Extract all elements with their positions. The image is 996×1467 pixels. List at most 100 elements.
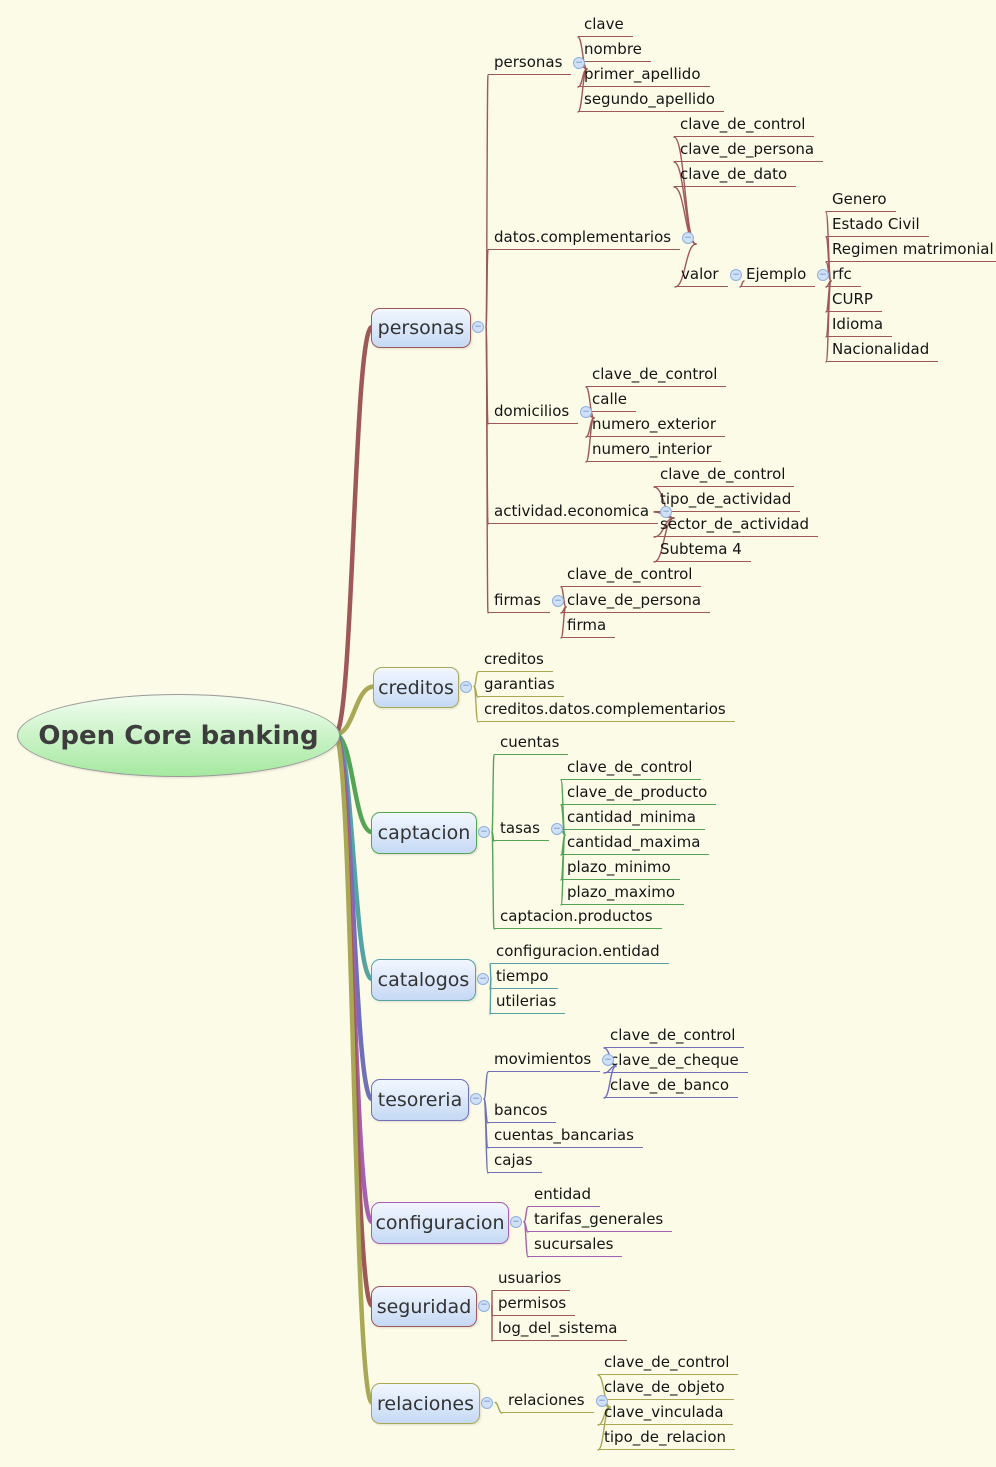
- branch-node-captacion[interactable]: captacion: [371, 812, 477, 854]
- node-clave-de-control[interactable]: clave_de_control: [674, 115, 815, 137]
- branch-edge: [485, 326, 489, 614]
- branch-edge: [494, 1401, 503, 1414]
- node-garantias[interactable]: garantias: [478, 675, 564, 697]
- node-tarifas-generales[interactable]: tarifas_generales: [528, 1210, 673, 1232]
- node-cantidad-maxima[interactable]: cantidad_maxima: [561, 833, 710, 855]
- node-clave-vinculada[interactable]: clave_vinculada: [598, 1403, 733, 1425]
- node-numero-exterior[interactable]: numero_exterior: [586, 415, 725, 437]
- collapse-toggle-icon[interactable]: −: [817, 269, 829, 281]
- collapse-toggle-icon[interactable]: −: [470, 1093, 482, 1105]
- node-clave[interactable]: clave: [578, 15, 633, 37]
- node-firma[interactable]: firma: [561, 616, 616, 638]
- node-actividad-economica[interactable]: actividad.economica: [488, 502, 659, 524]
- collapse-toggle-icon[interactable]: −: [596, 1395, 608, 1407]
- node-primer-apellido[interactable]: primer_apellido: [578, 65, 710, 87]
- branch-node-personas[interactable]: personas: [371, 308, 471, 348]
- branch-node-relaciones[interactable]: relaciones: [371, 1383, 480, 1424]
- node-clave-de-persona[interactable]: clave_de_persona: [674, 140, 824, 162]
- node-segundo-apellido[interactable]: segundo_apellido: [578, 90, 724, 112]
- node-genero[interactable]: Genero: [826, 190, 896, 212]
- node-clave-de-banco[interactable]: clave_de_banco: [604, 1076, 739, 1098]
- branch-edge: [491, 831, 495, 930]
- collapse-toggle-icon[interactable]: −: [682, 232, 694, 244]
- node-clave-de-objeto[interactable]: clave_de_objeto: [598, 1378, 734, 1400]
- collapse-toggle-icon[interactable]: −: [477, 973, 489, 985]
- branch-edge: [332, 732, 375, 1405]
- node-clave-de-dato[interactable]: clave_de_dato: [674, 165, 797, 187]
- node-creditos[interactable]: creditos: [478, 650, 553, 672]
- branch-edge: [483, 1098, 489, 1174]
- node-tasas[interactable]: tasas: [494, 819, 549, 841]
- node-relaciones[interactable]: relaciones: [502, 1391, 594, 1413]
- collapse-toggle-icon[interactable]: −: [481, 1396, 493, 1409]
- node-valor[interactable]: valor: [675, 265, 728, 287]
- node-captacion-productos[interactable]: captacion.productos: [494, 907, 662, 929]
- node-tiempo[interactable]: tiempo: [490, 967, 558, 989]
- collapse-toggle-icon[interactable]: −: [730, 269, 742, 281]
- node-personas[interactable]: personas: [488, 53, 572, 75]
- node-firmas[interactable]: firmas: [488, 591, 550, 613]
- branch-node-tesoreria[interactable]: tesoreria: [371, 1079, 469, 1121]
- node-cajas[interactable]: cajas: [488, 1151, 542, 1173]
- branch-edge: [489, 978, 492, 1015]
- collapse-toggle-icon[interactable]: −: [660, 506, 672, 518]
- collapse-toggle-icon[interactable]: −: [552, 595, 564, 607]
- node-clave-de-producto[interactable]: clave_de_producto: [561, 783, 717, 805]
- collapse-toggle-icon[interactable]: −: [478, 1299, 490, 1312]
- node-subtema-4[interactable]: Subtema 4: [654, 540, 751, 562]
- node-tipo-de-relacion[interactable]: tipo_de_relacion: [598, 1428, 736, 1450]
- collapse-toggle-icon[interactable]: −: [472, 321, 484, 333]
- node-idioma[interactable]: Idioma: [826, 315, 893, 337]
- node-usuarios[interactable]: usuarios: [492, 1269, 571, 1291]
- node-cantidad-minima[interactable]: cantidad_minima: [561, 808, 705, 830]
- node-numero-interior[interactable]: numero_interior: [586, 440, 721, 462]
- node-clave-de-control[interactable]: clave_de_control: [604, 1026, 745, 1048]
- node-log-del-sistema[interactable]: log_del_sistema: [492, 1319, 627, 1341]
- node-clave-de-persona[interactable]: clave_de_persona: [561, 591, 711, 613]
- collapse-toggle-icon[interactable]: −: [460, 680, 472, 693]
- node-sucursales[interactable]: sucursales: [528, 1235, 623, 1257]
- node-regimen-matrimonial[interactable]: Regimen matrimonial: [826, 240, 996, 262]
- node-nacionalidad[interactable]: Nacionalidad: [826, 340, 939, 362]
- root-node[interactable]: Open Core banking: [17, 694, 340, 777]
- collapse-toggle-icon[interactable]: −: [573, 57, 585, 69]
- node-ejemplo[interactable]: Ejemplo: [740, 265, 816, 287]
- collapse-toggle-icon[interactable]: −: [580, 406, 592, 418]
- node-tipo-de-actividad[interactable]: tipo_de_actividad: [654, 490, 801, 512]
- branch-edge: [597, 1406, 611, 1451]
- node-plazo-maximo[interactable]: plazo_maximo: [561, 883, 685, 905]
- collapse-toggle-icon[interactable]: −: [510, 1216, 522, 1228]
- node-creditos-datos-complementarios[interactable]: creditos.datos.complementarios: [478, 700, 735, 722]
- branch-node-creditos[interactable]: creditos: [373, 667, 459, 708]
- node-bancos[interactable]: bancos: [488, 1101, 557, 1123]
- node-clave-de-cheque[interactable]: clave_de_cheque: [604, 1051, 748, 1073]
- node-clave-de-control[interactable]: clave_de_control: [586, 365, 727, 387]
- node-nombre[interactable]: nombre: [578, 40, 651, 62]
- branch-edge: [332, 324, 375, 737]
- node-utilerias[interactable]: utilerias: [490, 992, 566, 1014]
- node-sector-de-actividad[interactable]: sector_de_actividad: [654, 515, 819, 537]
- node-clave-de-control[interactable]: clave_de_control: [561, 758, 702, 780]
- node-clave-de-control[interactable]: clave_de_control: [561, 565, 702, 587]
- node-estado-civil[interactable]: Estado Civil: [826, 215, 929, 237]
- branch-node-catalogos[interactable]: catalogos: [371, 959, 476, 1001]
- node-datos-complementarios[interactable]: datos.complementarios: [488, 228, 681, 250]
- collapse-toggle-icon[interactable]: −: [478, 826, 490, 838]
- node-plazo-minimo[interactable]: plazo_minimo: [561, 858, 680, 880]
- node-rfc[interactable]: rfc: [826, 265, 861, 287]
- node-clave-de-control[interactable]: clave_de_control: [654, 465, 795, 487]
- collapse-toggle-icon[interactable]: −: [602, 1054, 614, 1066]
- branch-node-configuracion[interactable]: configuracion: [371, 1202, 509, 1244]
- node-configuracion-entidad[interactable]: configuracion.entidad: [490, 942, 669, 964]
- node-clave-de-control[interactable]: clave_de_control: [598, 1353, 739, 1375]
- node-curp[interactable]: CURP: [826, 290, 882, 312]
- node-entidad[interactable]: entidad: [528, 1185, 601, 1207]
- node-cuentas[interactable]: cuentas: [494, 733, 569, 755]
- collapse-toggle-icon[interactable]: −: [551, 823, 563, 835]
- node-permisos[interactable]: permisos: [492, 1294, 576, 1316]
- branch-node-seguridad[interactable]: seguridad: [371, 1286, 477, 1327]
- node-movimientos[interactable]: movimientos: [488, 1050, 601, 1072]
- node-cuentas-bancarias[interactable]: cuentas_bancarias: [488, 1126, 643, 1148]
- node-calle[interactable]: calle: [586, 390, 637, 412]
- node-domicilios[interactable]: domicilios: [488, 402, 579, 424]
